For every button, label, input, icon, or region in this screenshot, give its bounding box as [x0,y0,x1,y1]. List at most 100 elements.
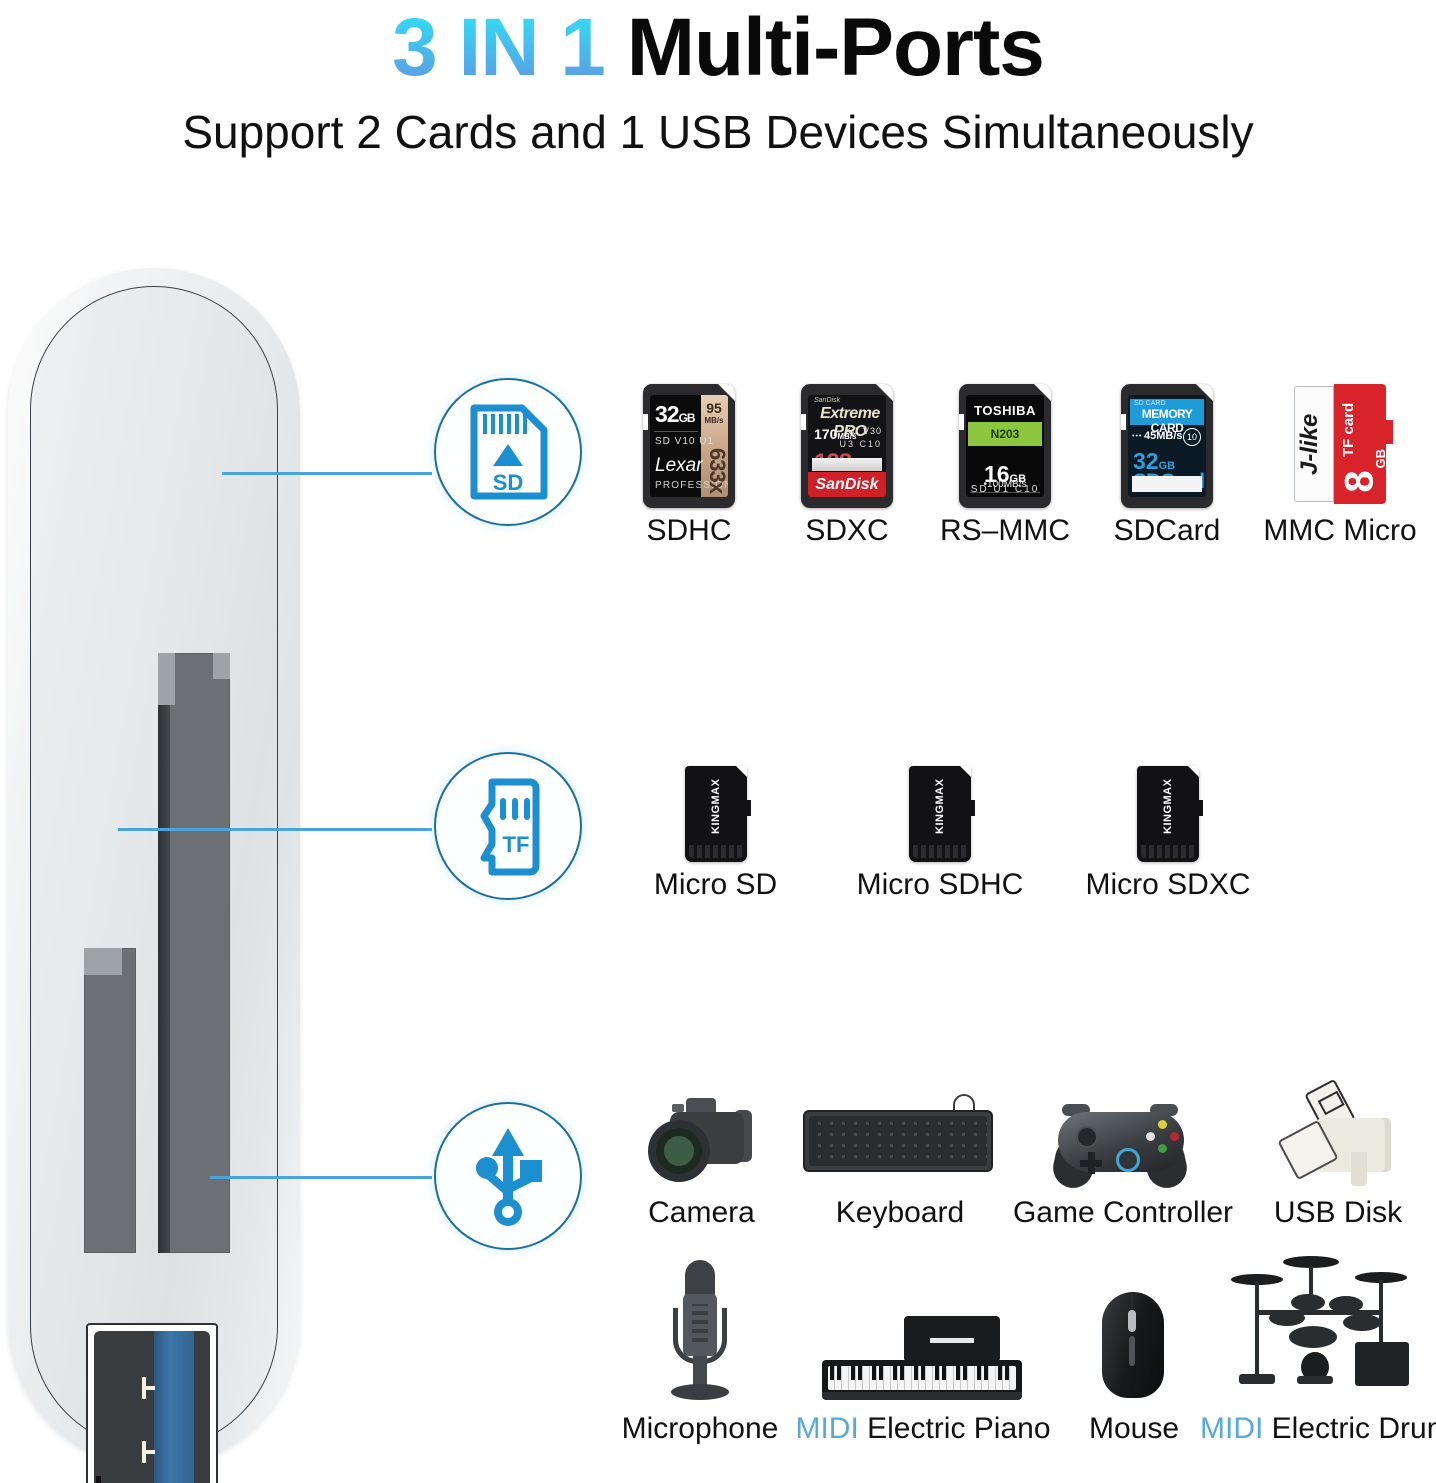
drum-cymbal-top [1283,1256,1339,1268]
device-thumb [614,1090,789,1190]
page-title: 3 IN 1 Multi-Ports [0,0,1436,96]
card-thumb: KINGMAX [1068,752,1268,862]
card-step [1198,800,1203,816]
sandisk-sd-card: SanDisk Extreme PRO 170MB/s XC V30 U3 C1… [801,384,893,508]
toshiba-sd-card: TOSHIBA N203 16GB •100MB/s SD U1 C10 [959,384,1051,508]
device-item-keyboard: Keyboard [800,1090,1000,1230]
mouse-scroll-wheel [1128,1310,1136,1332]
card-caption: MMC Micro [1263,514,1417,547]
drum-stand [1309,1266,1313,1310]
sd-card-icon: SD [434,378,582,526]
mouse-button-split [1131,1294,1133,1312]
usb-icon [434,1102,582,1250]
usb-pin [141,1377,155,1400]
card-item-sdxc: SanDisk Extreme PRO 170MB/s XC V30 U3 C1… [772,368,922,548]
device-item-mouse: Mouse [1056,1250,1212,1446]
lexar-sd-card: 32GB SD V10 U1 Lexar PROFESSIONAL 95MB/s… [643,384,735,508]
usb-port-cavity [94,1331,210,1483]
card-brand: KINGMAX [934,778,946,834]
card-notch [643,414,648,430]
device-caption: Keyboard [835,1196,965,1229]
card-white-bar [1132,476,1202,492]
device-caption: MIDI Electric Piano [788,1412,1058,1446]
tf-card-glyph: TF [480,778,540,876]
camera-icon [642,1094,762,1190]
card-model: N203 [968,422,1042,446]
card-caption: SDHC [646,514,732,547]
page-subtitle: Support 2 Cards and 1 USB Devices Simult… [182,106,1254,158]
card-rule [970,492,1040,493]
usb-blue-insert [154,1331,194,1483]
microphone-stem [693,1356,707,1390]
card-capacity: 16GB [983,461,1027,487]
game-controller-icon [1049,1090,1196,1192]
sd-slot-notch [158,653,175,705]
usb-port-marker [96,1475,101,1483]
device-thumb [800,1090,1000,1190]
usb-disk-tab [1351,1152,1367,1186]
svg-text:TF: TF [503,832,530,857]
device-caption-text: Electric Piano [858,1412,1051,1445]
device-thumb [788,1250,1058,1406]
piano-icon [818,1314,1028,1406]
gamepad-button-y [1158,1120,1167,1129]
drum-stand [1379,1280,1383,1384]
tf-card-list: KINGMAX Micro SD KINGMAX Micro SDHC KING [600,752,1300,932]
card-pins [913,845,967,858]
device-caption: MIDI Electric Drum [1200,1412,1436,1446]
card-band [701,395,728,497]
card-item-micro-sd: KINGMAX Micro SD [628,752,803,902]
sd-slot-notch-right [213,653,230,679]
card-reader-device [8,268,300,1483]
electric-drum-icon [1225,1256,1415,1406]
midi-label: MIDI [795,1412,859,1445]
gamepad-button-a [1158,1144,1167,1153]
usb-glyph [476,1128,542,1226]
usb-device-list: Camera Keyboard [600,1078,1436,1470]
card-brand: KINGMAX [1162,778,1174,834]
drum-cymbal-right [1355,1272,1407,1283]
card-notch [959,414,964,430]
card-speed: 45MB/s [1144,430,1183,442]
drum-tom-2 [1329,1296,1363,1313]
tf-card-icon: TF [434,752,582,900]
card-item-micro-sdxc: KINGMAX Micro SDXC [1068,752,1268,902]
device-caption: USB Disk [1273,1196,1403,1229]
card-marks: SD U1 C10 [970,484,1040,495]
card-brand: KINGMAX [709,778,722,834]
card-white-bar [812,458,882,471]
gamepad-dpad [1080,1152,1102,1174]
drum-hihat-pedal [1239,1374,1275,1384]
card-face: 32GB SD V10 U1 Lexar PROFESSIONAL 95MB/s… [650,395,728,497]
card-thumb: 32GB SD V10 U1 Lexar PROFESSIONAL 95MB/s… [614,368,764,508]
microphone-icon [655,1256,745,1406]
card-caption: Micro SDHC [856,868,1024,901]
microsd-card: KINGMAX [1137,766,1203,862]
card-brand: J-like [1296,413,1323,475]
tf-slot [84,948,136,1253]
microsd-card: KINGMAX [684,766,751,862]
device-caption: Mouse [1088,1412,1180,1445]
card-brand: TOSHIBA [974,403,1036,418]
usb-disk-icon [1273,1078,1403,1190]
card-header-small: SD CARD [1134,400,1166,407]
generic-sd-card: SD CARD MEMORY CARD ••• 45MB/s 10 32GB S… [1121,384,1213,508]
card-capacity: 8 [1337,470,1382,493]
device-thumb [1200,1250,1436,1406]
device-thumb [1008,1090,1238,1192]
card-notch [1121,414,1126,430]
card-item-micro-sdhc: KINGMAX Micro SDHC [840,752,1040,902]
tf-slot-notch [84,948,122,975]
card-marks: SD V10 U1 [655,436,715,447]
card-marks-2: U3 C10 [839,439,882,449]
card-header-band: SD CARD MEMORY CARD [1130,399,1204,435]
card-rule [654,431,698,432]
card-small-brand: SanDisk [814,397,841,404]
gamepad-button-x [1146,1132,1155,1141]
gamepad-buttons [1146,1120,1180,1154]
card-capacity: 32GB [655,401,696,427]
device-thumb [1248,1078,1428,1190]
card-header: MEMORY CARD [1141,407,1193,435]
card-thumb: SD CARD MEMORY CARD ••• 45MB/s 10 32GB S… [1092,368,1242,508]
device-caption: Camera [648,1196,755,1229]
